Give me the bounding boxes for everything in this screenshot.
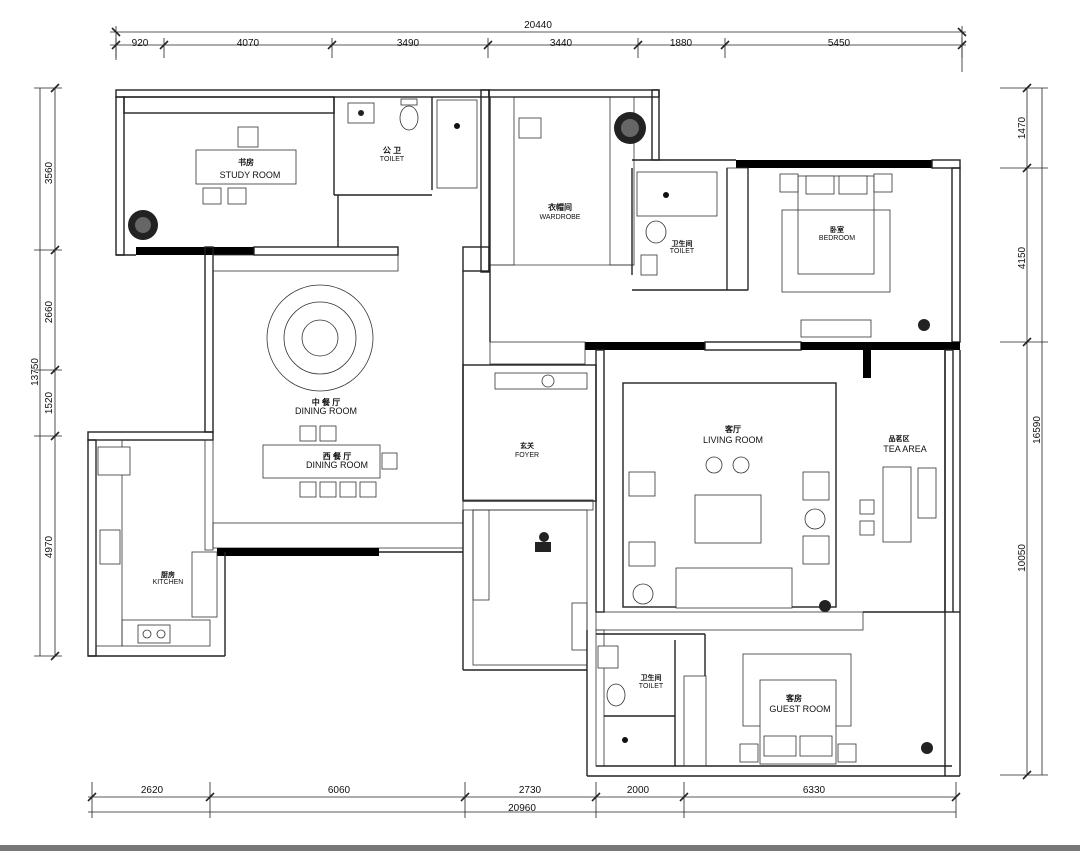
top-dim-4: 3440 [550, 38, 573, 49]
guest-room-label-en: GUEST ROOM [769, 704, 830, 714]
person-icon [535, 532, 551, 552]
kitchen-label-en: KITCHEN [153, 579, 184, 586]
toilet-icon [399, 98, 419, 131]
shower-icon [436, 99, 478, 189]
walls [87, 89, 961, 777]
kitchen-label-cn: 厨房 [161, 570, 175, 579]
living-label-en: LIVING ROOM [703, 435, 763, 445]
top-dim-3: 3490 [397, 38, 420, 49]
bed [779, 173, 893, 338]
public-toilet-label-en: TOILET [380, 156, 405, 163]
guest-toilet-fixtures [597, 645, 628, 743]
dining-table-western [262, 425, 398, 498]
wardrobe-label-en: WARDROBE [540, 214, 581, 221]
bedroom-label-cn: 卧室 [830, 225, 844, 234]
room-labels: 书房 STUDY ROOM 公 卫 TOILET 衣帽间 WARDROBE 卫生… [153, 146, 927, 714]
left-dim-1: 3560 [44, 161, 55, 184]
plant-icon [128, 210, 158, 240]
right-total-dimension: 16590 [1032, 416, 1043, 444]
right-dim-3: 10050 [1017, 544, 1028, 572]
left-dim-2: 2660 [44, 300, 55, 323]
bottom-dim-1: 2620 [141, 785, 164, 796]
study-label-cn: 书房 [238, 157, 254, 167]
study-desk [195, 126, 297, 205]
guest-bed [739, 679, 857, 765]
top-dimension-lines: 20440 920 4070 3490 3440 1880 5450 [110, 20, 967, 72]
public-toilet-label-cn: 公 卫 [383, 146, 401, 155]
guest-toilet-label-en: TOILET [639, 683, 664, 690]
study-label-en: STUDY ROOM [220, 170, 281, 180]
top-total-dimension: 20440 [524, 20, 552, 31]
tea-area-label-en: TEA AREA [883, 444, 927, 454]
bottom-total-dimension: 20960 [508, 803, 536, 814]
left-dim-3: 1520 [44, 391, 55, 414]
plant-icon [614, 112, 646, 144]
tea-area-label-cn: 品茗区 [889, 434, 910, 443]
dining-table-round [266, 284, 374, 392]
wardrobe-fixtures [490, 117, 634, 266]
window-bottom-bar [0, 845, 1080, 851]
top-dim-6: 5450 [828, 38, 851, 49]
master-toilet-label-cn: 卫生间 [672, 239, 693, 248]
foyer-label-cn: 玄关 [520, 441, 534, 450]
foyer-cabinet [494, 372, 588, 390]
tea-area-furniture [859, 466, 937, 543]
living-label-cn: 客厅 [724, 424, 741, 434]
foyer-label-en: FOYER [515, 452, 539, 459]
master-toilet-fixtures [636, 171, 718, 276]
bottom-dim-5: 6330 [803, 785, 826, 796]
right-dim-2: 4150 [1017, 246, 1028, 269]
top-dim-1: 920 [132, 38, 149, 49]
chinese-dining-label-en: DINING ROOM [295, 406, 357, 416]
left-total-dimension: 13750 [30, 358, 41, 386]
right-dimension-lines: 1470 4150 10050 16590 [1000, 83, 1048, 780]
master-toilet-label-en: TOILET [670, 248, 695, 255]
chinese-dining-label-cn: 中 餐 厅 [312, 397, 340, 407]
guest-toilet-label-cn: 卫生间 [641, 673, 662, 682]
bottom-dim-4: 2000 [627, 785, 650, 796]
sink-icon [347, 102, 375, 124]
lamp-icon [819, 319, 933, 754]
guest-room-label-cn: 客房 [785, 693, 802, 703]
left-dim-4: 4970 [44, 535, 55, 558]
bottom-dim-3: 2730 [519, 785, 542, 796]
left-dimension-lines: 13750 3560 2660 1520 4970 [30, 83, 62, 661]
bedroom-label-en: BEDROOM [819, 235, 855, 242]
kitchen-fixtures [97, 446, 131, 565]
wardrobe-label-cn: 衣帽间 [548, 202, 572, 212]
western-dining-label-cn: 西 餐 厅 [323, 451, 351, 461]
top-dim-2: 4070 [237, 38, 260, 49]
top-dim-5: 1880 [670, 38, 693, 49]
bottom-dim-2: 6060 [328, 785, 351, 796]
bottom-dimension-lines: 2620 6060 2730 2000 6330 20960 [87, 782, 961, 818]
stove-icon [137, 624, 171, 644]
western-dining-label-en: DINING ROOM [306, 460, 368, 470]
living-furniture [628, 456, 830, 609]
right-dim-1: 1470 [1017, 116, 1028, 139]
